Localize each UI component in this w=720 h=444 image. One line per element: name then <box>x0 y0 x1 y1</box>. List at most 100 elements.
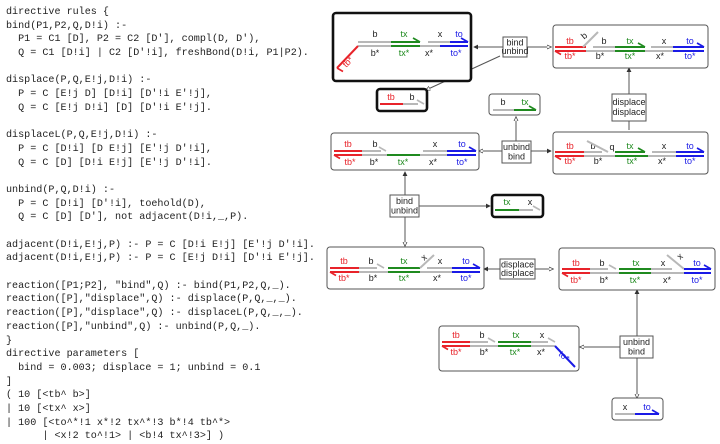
code-line: directive rules { <box>6 7 109 18</box>
strand-segment <box>554 345 576 368</box>
reaction-label-top: displace <box>612 97 645 107</box>
domain-label: x <box>662 141 667 151</box>
strand-segment <box>666 254 685 270</box>
domain-label: to* <box>684 156 696 166</box>
reaction-label-bottom: unbind <box>501 46 528 56</box>
domain-label: b* <box>369 273 378 283</box>
code-line: | 10 [<tx^ x>] <box>6 403 91 415</box>
domain-label: tx <box>632 258 640 268</box>
domain-label: tx <box>512 330 520 340</box>
domain-label: tb <box>566 36 574 46</box>
domain-label: b* <box>596 51 605 61</box>
domain-label: tx <box>626 36 634 46</box>
domain-label: tx* <box>630 275 641 285</box>
reaction-node-r5[interactable]: displace displace <box>499 258 536 280</box>
domain-label: b <box>479 330 484 340</box>
domain-label: b* <box>371 48 380 58</box>
domain-label: x* <box>429 157 438 167</box>
domain-label: x <box>419 252 429 263</box>
reaction-node-r4[interactable]: bind unbind <box>389 194 420 218</box>
code-line: displaceL(P,Q,E!j,D!i) :- <box>6 130 158 142</box>
code-line: Q = C [D] [D!i E!j] [E'!j D'!i]. <box>6 157 212 169</box>
domain-label: to <box>458 139 466 149</box>
reaction-node-r1[interactable]: bind unbind <box>501 36 529 58</box>
domain-label: tx* <box>627 156 638 166</box>
species-box <box>330 132 480 171</box>
species-box <box>611 397 664 421</box>
domain-label: b <box>500 97 505 107</box>
domain-label: to* <box>456 157 468 167</box>
edges <box>402 44 640 398</box>
domain-label: tb <box>566 141 574 151</box>
domain-label: tx <box>400 256 408 266</box>
reaction-node-r6[interactable]: unbind bind <box>619 335 654 359</box>
domain-label: tx <box>626 141 634 151</box>
domain-label: x <box>662 36 667 46</box>
code-line: directive parameters [ <box>6 349 140 361</box>
code-line: ( 10 [<tb^ b>] <box>6 390 91 402</box>
domain-label: to* <box>691 275 703 285</box>
strand-segment <box>586 140 609 153</box>
species-strand-b-tx[interactable]: b tx <box>488 93 541 116</box>
domain-label: tx <box>400 29 408 39</box>
code-line: | 100 [<to^*!1 x*!2 tx^*!3 b*!4 tb^*> <box>6 417 231 429</box>
domain-label: b* <box>370 157 379 167</box>
domain-label: tx* <box>510 347 521 357</box>
species-box <box>438 325 580 372</box>
domain-label: tb* <box>564 51 576 61</box>
code-line: displace(P,Q,E!j,D!i) :- <box>6 75 152 87</box>
domain-label: tx <box>521 97 529 107</box>
code-line: | <x!2 to^!1> | <b!4 tx^!3>] ) <box>6 431 225 443</box>
domain-label: tb* <box>344 157 356 167</box>
species-box <box>490 193 545 219</box>
domain-label: to <box>462 256 470 266</box>
domain-label: to <box>686 141 694 151</box>
domain-label: b <box>368 256 373 266</box>
domain-label: b* <box>600 275 609 285</box>
code-line: reaction([P],"displace",Q) :- displace(P… <box>6 294 297 306</box>
species-strand-tx-x[interactable]: tx x <box>490 193 545 219</box>
species-box <box>375 87 429 113</box>
domain-label: to* <box>450 48 462 58</box>
reaction-label-top: unbind <box>503 142 530 152</box>
species-box <box>488 93 541 116</box>
code-line: P = C [D!i] [D'!i], toehold(D), <box>6 198 206 210</box>
reaction-label-bottom: unbind <box>391 206 418 216</box>
domain-label: b <box>409 92 414 102</box>
domain-label: x <box>528 197 533 207</box>
domain-label: to <box>455 29 463 39</box>
code-line: unbind(P,Q,D!i) :- <box>6 184 116 196</box>
domain-label: tb <box>344 139 352 149</box>
code-line: adjacent(D!i,E!j,P) :- P = C [D!i E!j] [… <box>6 239 315 251</box>
reaction-label-top: unbind <box>623 337 650 347</box>
species-strand-tb-b[interactable]: tb b <box>375 87 429 113</box>
domain-label: tb* <box>450 347 462 357</box>
strand-segment <box>419 254 435 269</box>
domain-label: x* <box>658 156 667 166</box>
reaction-label-bottom: bind <box>508 152 525 162</box>
code-line: P = C [E!j D] [D!i] [D'!i E'!j], <box>6 89 212 101</box>
reaction-node-r3[interactable]: unbind bind <box>501 140 532 164</box>
code-line: } <box>6 335 13 347</box>
domain-label: x* <box>656 51 665 61</box>
domain-label: tx <box>503 197 511 207</box>
domain-label: b <box>609 143 614 153</box>
domain-label: tb <box>387 92 395 102</box>
domain-label: b <box>372 139 377 149</box>
reaction-label-bottom: displace <box>612 107 645 117</box>
domain-label: tx* <box>399 48 410 58</box>
domain-label: x <box>438 256 443 266</box>
code-line: ] <box>6 376 13 388</box>
domain-label: x* <box>425 48 434 58</box>
domain-label: to* <box>460 273 472 283</box>
reaction-node-r2[interactable]: displace displace <box>611 93 647 122</box>
